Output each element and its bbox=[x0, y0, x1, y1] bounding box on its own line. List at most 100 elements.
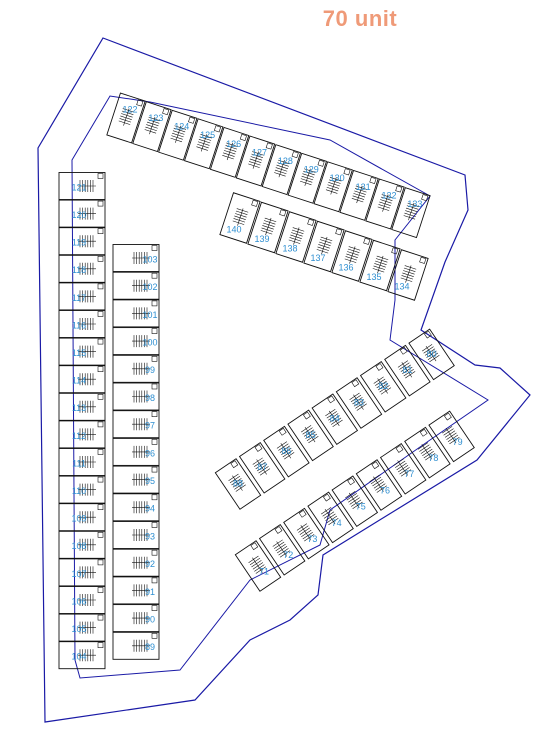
unit-97 bbox=[112, 410, 160, 439]
unit-door bbox=[97, 531, 104, 538]
unit-102 bbox=[112, 271, 160, 300]
unit-outline bbox=[339, 169, 379, 221]
stair-hatch bbox=[300, 425, 319, 444]
unit-door bbox=[298, 509, 307, 518]
unit-label-119: 119 bbox=[72, 238, 86, 248]
unit-outline bbox=[112, 354, 160, 383]
unit-outline bbox=[58, 641, 106, 670]
unit-label-71: 71 bbox=[259, 566, 269, 576]
stair-hatch bbox=[78, 456, 96, 468]
unit-outline bbox=[58, 337, 106, 366]
unit-outline bbox=[183, 118, 224, 170]
unit-label-72: 72 bbox=[283, 550, 293, 560]
stair-hatch bbox=[377, 194, 394, 212]
unit-door bbox=[151, 245, 158, 251]
unit-outline bbox=[235, 135, 276, 187]
unit-outline bbox=[263, 425, 310, 478]
unit-outline bbox=[112, 410, 160, 439]
stair-hatch bbox=[132, 307, 150, 320]
unit-140 bbox=[219, 192, 261, 244]
unit-outline bbox=[112, 631, 160, 660]
plan-title: 70 unit bbox=[322, 6, 398, 31]
unit-door bbox=[97, 366, 104, 373]
unit-outline bbox=[58, 254, 106, 283]
unit-118 bbox=[58, 254, 106, 283]
stair-hatch bbox=[345, 490, 363, 509]
unit-door bbox=[317, 159, 325, 167]
stair-hatch bbox=[296, 523, 315, 542]
unit-127 bbox=[235, 135, 276, 187]
unit-door bbox=[335, 228, 343, 236]
unit-outline bbox=[158, 109, 198, 161]
unit-100 bbox=[112, 327, 160, 356]
unit-outline bbox=[261, 144, 302, 196]
unit-129 bbox=[287, 152, 328, 204]
unit-133 bbox=[391, 187, 431, 239]
unit-128 bbox=[261, 144, 302, 196]
unit-outline bbox=[112, 271, 160, 300]
unit-116 bbox=[58, 310, 106, 338]
unit-label-100: 100 bbox=[142, 337, 157, 347]
unit-101 bbox=[112, 299, 160, 328]
stair-hatch bbox=[299, 168, 316, 186]
stair-hatch bbox=[274, 159, 290, 178]
site-boundary bbox=[37, 37, 531, 723]
unit-outline bbox=[58, 310, 106, 338]
stair-hatch bbox=[441, 426, 460, 445]
unit-76 bbox=[355, 459, 403, 511]
unit-outline bbox=[219, 192, 261, 244]
unit-84 bbox=[311, 393, 359, 446]
unit-label-85: 85 bbox=[306, 430, 316, 440]
unit-outline bbox=[335, 377, 383, 429]
stair-hatch bbox=[132, 362, 150, 375]
unit-outline bbox=[247, 201, 289, 254]
unit-door bbox=[151, 632, 158, 639]
stair-hatch bbox=[288, 227, 305, 245]
unit-120 bbox=[58, 199, 106, 228]
unit-label-84: 84 bbox=[330, 414, 340, 424]
unit-door bbox=[343, 168, 351, 176]
unit-outline bbox=[58, 365, 106, 394]
unit-label-87: 87 bbox=[257, 462, 267, 472]
stair-hatch bbox=[132, 252, 150, 264]
stair-hatch bbox=[78, 594, 96, 606]
unit-label-123: 123 bbox=[148, 113, 163, 123]
unit-door bbox=[151, 577, 158, 584]
stair-hatch bbox=[78, 483, 96, 496]
unit-outline bbox=[132, 101, 172, 153]
unit-78 bbox=[404, 426, 451, 479]
unit-123 bbox=[132, 101, 172, 153]
unit-door bbox=[351, 379, 360, 388]
stair-hatch bbox=[78, 235, 96, 248]
unit-label-92: 92 bbox=[145, 559, 155, 569]
unit-door bbox=[151, 605, 158, 611]
unit-106 bbox=[58, 586, 106, 614]
unit-label-124: 124 bbox=[174, 122, 189, 132]
unit-label-114: 114 bbox=[72, 376, 86, 386]
unit-111 bbox=[58, 448, 106, 476]
unit-81 bbox=[384, 344, 431, 397]
unit-outline bbox=[238, 441, 286, 494]
stair-hatch bbox=[170, 125, 187, 143]
unit-label-132: 132 bbox=[381, 190, 396, 200]
unit-door bbox=[151, 328, 158, 334]
stair-hatch bbox=[316, 236, 333, 255]
unit-door bbox=[347, 477, 355, 486]
unit-label-131: 131 bbox=[356, 182, 371, 192]
unit-79 bbox=[428, 410, 475, 463]
unit-outline bbox=[311, 393, 359, 446]
stair-hatch bbox=[78, 290, 96, 303]
unit-outline bbox=[112, 576, 160, 605]
unit-label-96: 96 bbox=[145, 448, 155, 458]
stair-hatch bbox=[78, 262, 96, 275]
unit-88 bbox=[214, 458, 262, 510]
unit-door bbox=[97, 642, 104, 649]
unit-door bbox=[151, 383, 158, 390]
unit-door bbox=[369, 176, 377, 184]
unit-126 bbox=[209, 126, 250, 178]
unit-outline bbox=[428, 410, 475, 463]
unit-label-82: 82 bbox=[378, 381, 388, 391]
unit-103 bbox=[112, 244, 160, 272]
unit-label-140: 140 bbox=[226, 224, 241, 234]
unit-137 bbox=[303, 220, 345, 273]
